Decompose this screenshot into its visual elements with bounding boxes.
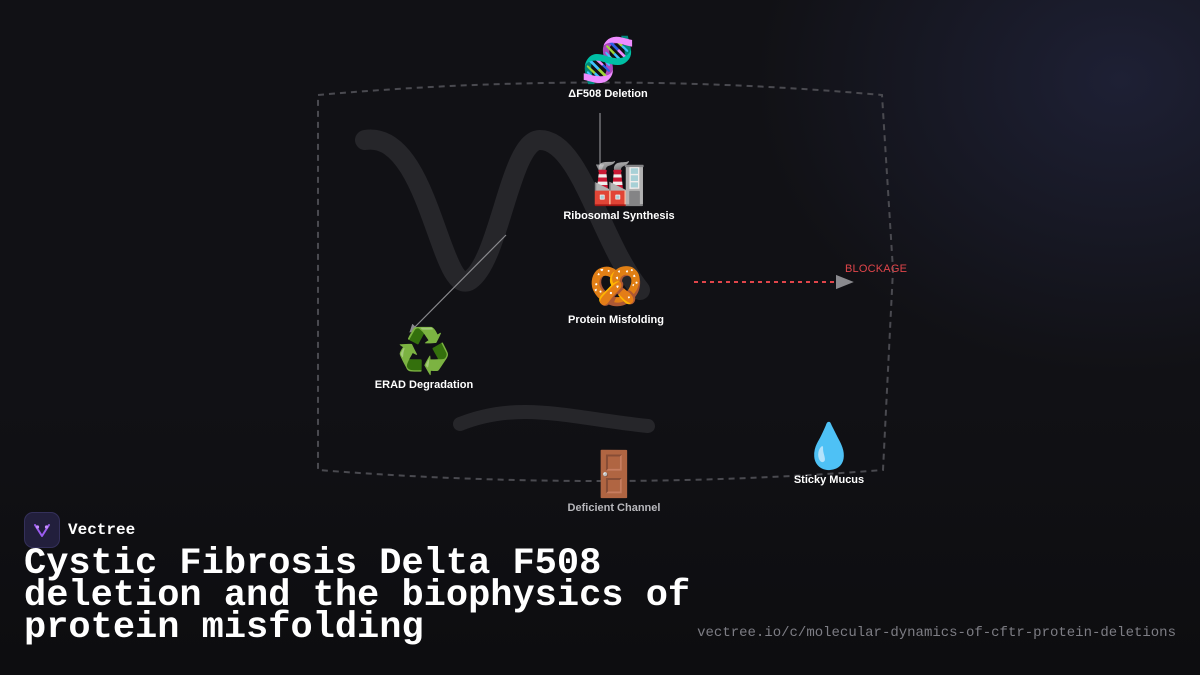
pretzel-icon: 🥨 [588,261,644,312]
node-synthesis-label: Ribosomal Synthesis [563,210,675,222]
source-url[interactable]: vectree.io/c/molecular-dynamics-of-cftr-… [697,625,1176,641]
droplet-icon: 💧 [801,421,857,472]
node-erad-label: ERAD Degradation [374,379,474,391]
node-mucus-label: Sticky Mucus [793,474,865,486]
watermark-wave [453,405,655,433]
node-erad[interactable]: ♻️ ERAD Degradation [374,326,474,392]
door-icon: 🚪 [586,449,642,500]
brand-name: Vectree [68,521,136,539]
recycle-icon: ♻️ [396,326,452,377]
edge-misfolding-to-erad [409,234,507,333]
node-mucus[interactable]: 💧 Sticky Mucus [793,421,865,487]
watermark-stroke [355,129,650,300]
vectree-logo-icon [24,512,60,548]
node-deletion-label: ΔF508 Deletion [568,88,648,100]
node-synthesis[interactable]: 🏭 Ribosomal Synthesis [563,157,675,223]
node-channel[interactable]: 🚪 Deficient Channel [567,449,661,515]
blockage-label: BLOCKAGE [845,263,908,275]
node-misfolding-label: Protein Misfolding [568,314,664,326]
dna-icon: 🧬 [580,35,636,86]
node-channel-label: Deficient Channel [567,502,661,514]
page-title: Cystic Fibrosis Delta F508 deletion and … [24,543,691,649]
compartment-frame [317,81,895,482]
factory-icon: 🏭 [591,157,647,208]
node-misfolding[interactable]: 🥨 Protein Misfolding [568,261,664,327]
node-deletion[interactable]: 🧬 ΔF508 Deletion [568,35,648,101]
brand[interactable]: Vectree [24,512,135,548]
